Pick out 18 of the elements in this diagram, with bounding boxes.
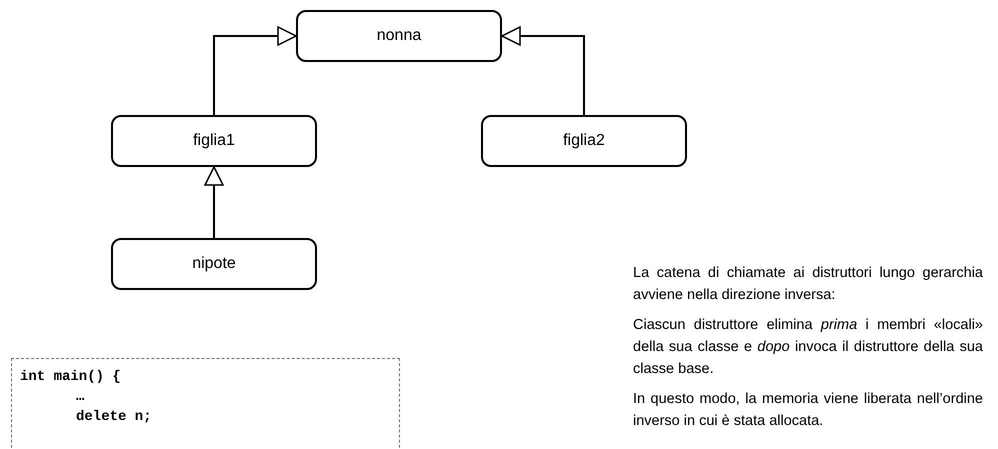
paragraph: In questo modo, la memoria viene liberata nell’ordine inverso in cui è stata allocata. xyxy=(633,390,983,431)
inheritance-arrow xyxy=(204,166,224,238)
inheritance-arrow xyxy=(501,26,585,115)
class-name: figlia2 xyxy=(563,131,605,151)
code-line: delete n; xyxy=(76,408,152,427)
inheritance-arrow xyxy=(213,26,297,115)
class-box xyxy=(481,115,687,167)
class-box xyxy=(296,10,502,62)
class-box xyxy=(111,238,317,290)
code-panel xyxy=(11,358,400,449)
code-line: … xyxy=(76,388,84,407)
code-line: int main() { xyxy=(20,368,121,387)
class-box xyxy=(111,115,317,167)
paragraph: Ciascun distruttore elimina prima i membri «locali» della sua classe e dopo invoca il distruttore della sua classe base. xyxy=(633,316,983,379)
class-name: nipote xyxy=(192,254,236,274)
class-name: figlia1 xyxy=(193,131,235,151)
class-name: nonna xyxy=(376,26,422,46)
paragraph: La catena di chiamate ai distruttori lungo gerarchia avviene nella direzione inversa: xyxy=(633,264,983,305)
